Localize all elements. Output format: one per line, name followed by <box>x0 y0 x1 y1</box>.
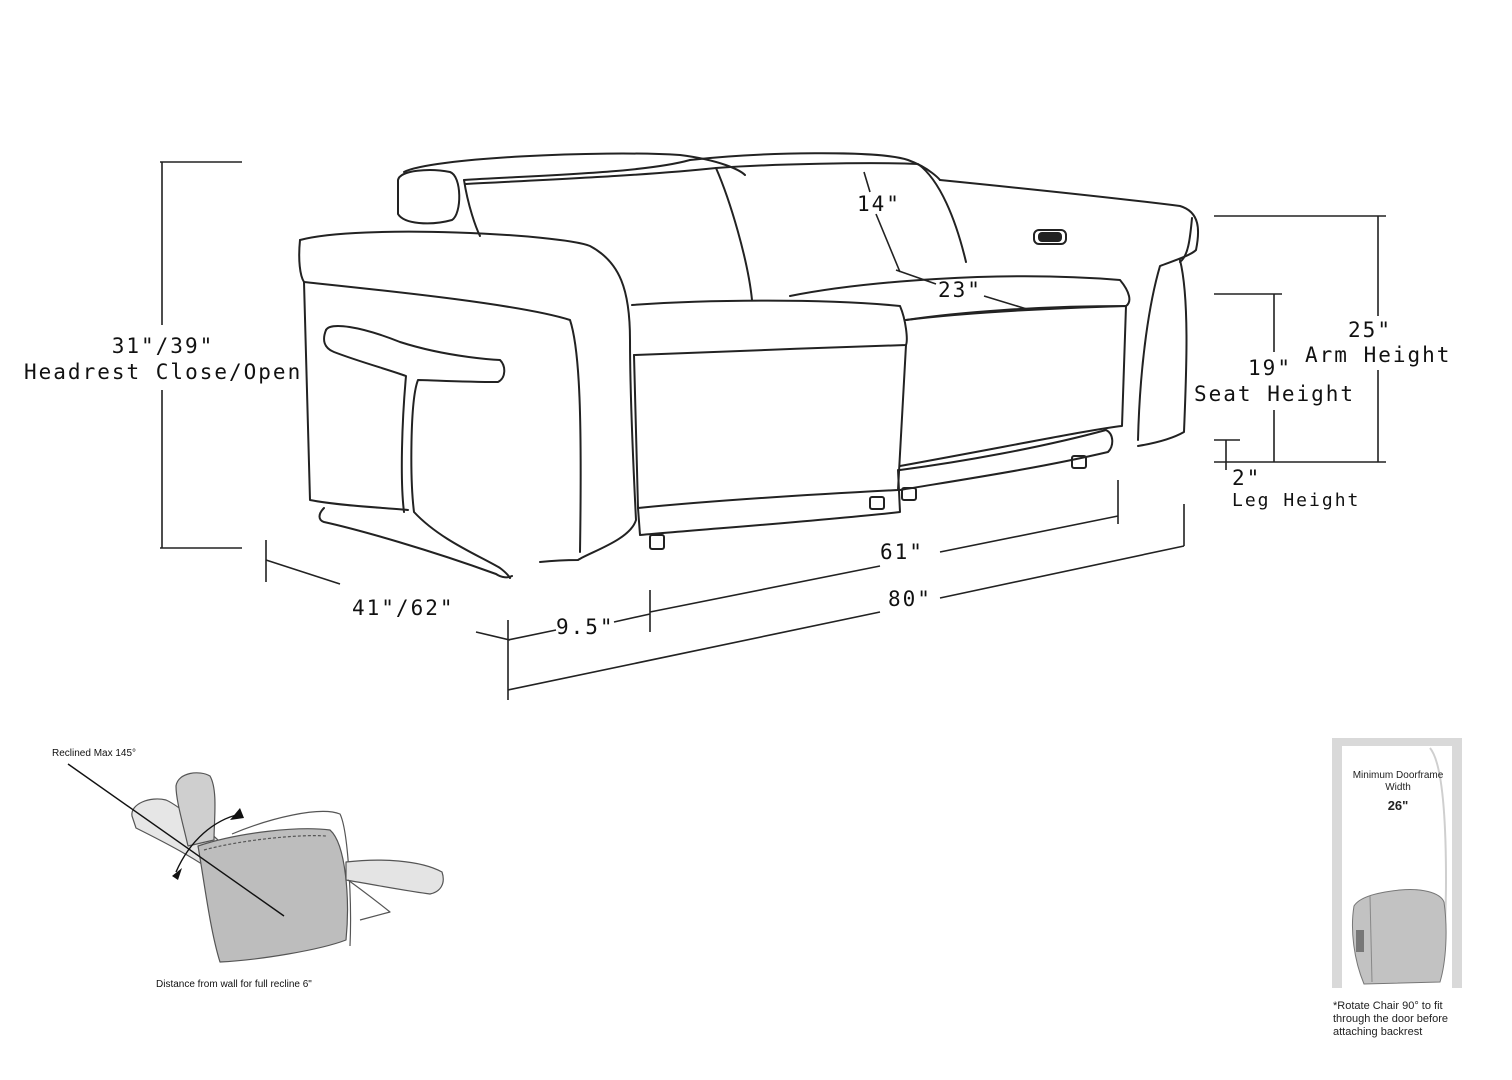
seat-height-label: Seat Height <box>1194 382 1356 406</box>
leg-height-label: Leg Height <box>1232 490 1361 511</box>
back-cushion-left <box>465 167 753 301</box>
doorframe-title: Minimum Doorframe Width <box>1352 770 1444 793</box>
headrest-height-label: Headrest Close/Open <box>24 360 303 384</box>
depth-value: 41"/62" <box>352 596 455 620</box>
seat-height-value: 19" <box>1248 356 1292 380</box>
headrest-height-value: 31"/39" <box>111 334 215 358</box>
recline-max-label: Reclined Max 145° <box>52 748 137 759</box>
arm-height-value: 25" <box>1348 318 1392 342</box>
total-width-value: 80" <box>888 587 932 611</box>
seat-cushion-right <box>789 275 1131 321</box>
arm-handle <box>325 325 511 579</box>
seat-depth-value: 23" <box>938 278 982 302</box>
leg-front-mid-2 <box>901 487 917 501</box>
headrest <box>397 169 461 225</box>
leg-front-left <box>649 534 665 550</box>
leg-height-value: 2" <box>1232 466 1262 490</box>
wall-distance-label: Distance from wall for full recline 6" <box>156 979 312 990</box>
leg-back-right <box>1071 455 1087 469</box>
sofa-back-top <box>403 152 746 176</box>
seat-back-depth-value: 14" <box>857 192 901 216</box>
seat-front-left <box>633 344 907 509</box>
back-cushion-right <box>715 162 967 263</box>
arm-width-value: 9.5" <box>556 615 615 639</box>
sofa-left-arm <box>299 230 637 563</box>
doorframe-note: *Rotate Chair 90° to fit through the doo… <box>1333 1000 1448 1039</box>
sofa-right-arm <box>939 179 1199 441</box>
doorframe-width: 26" <box>1387 798 1409 813</box>
seat-width-value: 61" <box>880 540 924 564</box>
seat-cushion-left <box>631 299 908 356</box>
leg-front-mid <box>869 496 885 510</box>
arm-height-label: Arm Height <box>1305 343 1452 367</box>
seat-front-right <box>899 305 1127 467</box>
power-switch <box>1033 229 1067 245</box>
